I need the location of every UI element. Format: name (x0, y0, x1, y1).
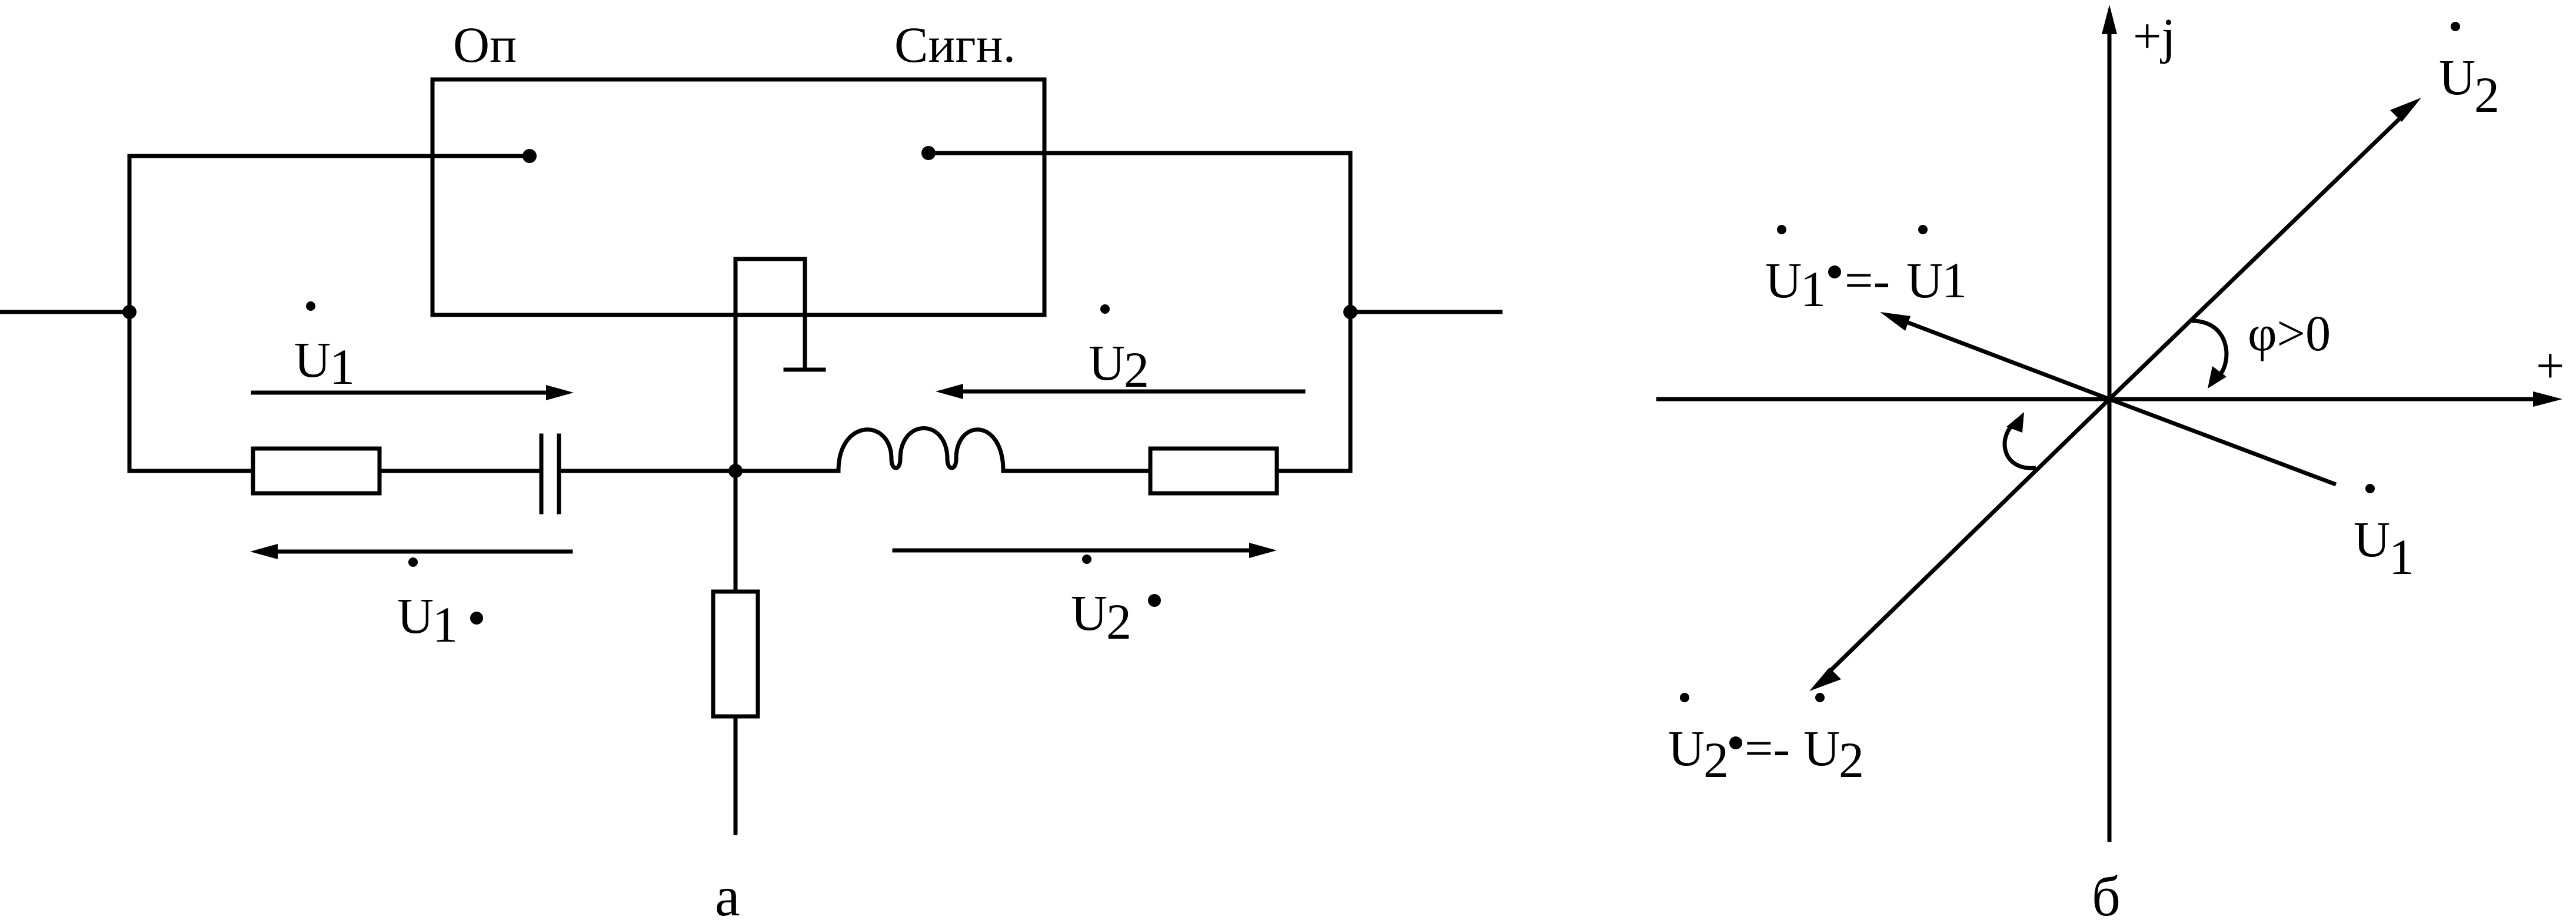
ground-bracket (733, 257, 807, 370)
arrow-u2-bottom (892, 543, 1277, 558)
left-node-dot (122, 305, 137, 319)
svg-text:U: U (1668, 720, 1705, 776)
svg-text:1: 1 (1800, 261, 1826, 317)
svg-text:2: 2 (1106, 593, 1131, 650)
arrow-u1-bottom (250, 544, 573, 559)
phasor-diagram: +j + φ>0 (1656, 5, 2565, 923)
imag-axis-label: +j (2133, 8, 2175, 64)
arrow-u1-top (251, 385, 574, 400)
svg-text:1: 1 (2389, 529, 2414, 585)
svg-text:U: U (2439, 49, 2475, 105)
vector-u2 (2108, 98, 2421, 401)
svg-text:U: U (2354, 511, 2390, 567)
vector-u1 (2108, 397, 2337, 487)
resistor-right (1148, 446, 1279, 496)
angle-arc-upper (2191, 318, 2229, 389)
svg-text:1: 1 (1942, 252, 1967, 308)
relay-label-signal: Сигн. (894, 16, 1016, 73)
svg-text:U: U (294, 331, 331, 388)
arrow-u2-top (936, 384, 1306, 399)
right-contact-dot (921, 146, 936, 160)
imag-axis-arrowhead (2102, 5, 2117, 34)
label-u2: U 2 (2439, 22, 2500, 123)
vector-u2-star (1809, 397, 2111, 691)
svg-text:1: 1 (432, 596, 458, 653)
angle-arc-lower (2002, 412, 2036, 470)
label-u2-star: U 2 =- U 2 (1668, 693, 1864, 788)
caption-a: а (715, 865, 740, 923)
svg-text:U: U (397, 587, 434, 644)
svg-text:U: U (1089, 334, 1125, 391)
svg-text:U: U (1803, 720, 1840, 776)
label-u1-bottom: U 1 (397, 557, 483, 653)
svg-text:U: U (1906, 252, 1943, 308)
relay-box (430, 77, 1047, 317)
real-axis-arrowhead (2533, 391, 2562, 407)
real-axis-label: + (2536, 337, 2565, 394)
label-u1: U 1 (2354, 484, 2414, 585)
label-u1-star: U 1 =- U 1 (1765, 225, 1967, 317)
svg-text:U: U (1765, 252, 1802, 308)
right-coil-wire (926, 151, 1353, 473)
inductor (836, 426, 1006, 473)
svg-text:U: U (1071, 585, 1107, 641)
resistor-left (251, 446, 382, 496)
angle-label: φ>0 (2248, 305, 2331, 361)
svg-text:=-: =- (1845, 252, 1890, 308)
svg-text:2: 2 (2474, 67, 2500, 123)
vector-u1-star (1880, 312, 2111, 401)
label-u2-top: U 2 (1089, 304, 1149, 398)
label-u1-top: U 1 (294, 301, 355, 395)
circuit-diagram: Оп Сигн. (0, 16, 1503, 923)
caption-b: б (2092, 865, 2121, 923)
svg-text:2: 2 (1703, 732, 1729, 788)
relay-label-op: Оп (453, 16, 517, 73)
resistor-bottom (711, 589, 760, 719)
svg-text:1: 1 (330, 338, 355, 395)
svg-text:2: 2 (1839, 732, 1864, 788)
svg-text:=-: =- (1745, 720, 1790, 776)
left-contact-dot (522, 149, 537, 163)
label-u2-bottom: U 2 (1071, 555, 1161, 650)
svg-text:2: 2 (1124, 341, 1149, 398)
right-node-dot (1343, 305, 1357, 319)
